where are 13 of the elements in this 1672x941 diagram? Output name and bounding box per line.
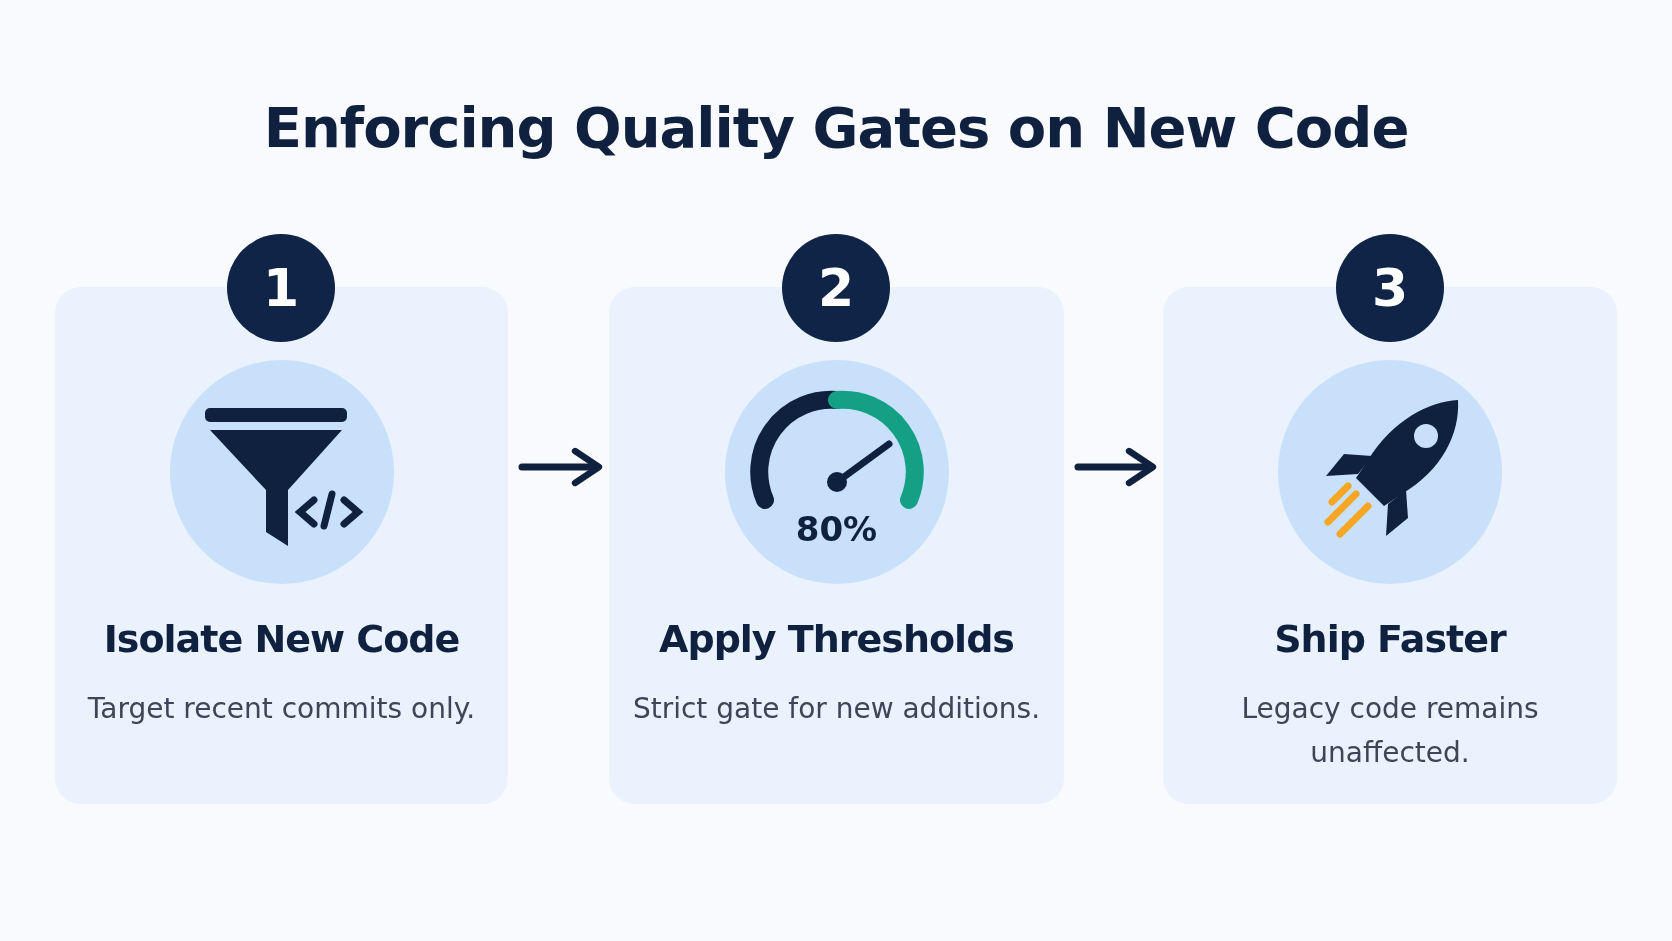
gauge-value: 80% (794, 509, 879, 549)
arrow (518, 447, 603, 487)
step-description: Legacy code remains unaffected. (1240, 691, 1540, 771)
step-number-badge: 2 (782, 234, 890, 342)
step-title: Ship Faster (1273, 617, 1508, 661)
step-number-badge: 3 (1336, 234, 1444, 342)
title: Enforcing Quality Gates on New Code (262, 95, 1410, 160)
arrow (1074, 447, 1157, 487)
step-description: Strict gate for new additions. (631, 691, 1042, 727)
step-description: Target recent commits only. (86, 691, 477, 727)
step-title: Isolate New Code (102, 617, 461, 661)
step-number-badge: 1 (227, 234, 335, 342)
step-title: Apply Thresholds (658, 617, 1015, 661)
